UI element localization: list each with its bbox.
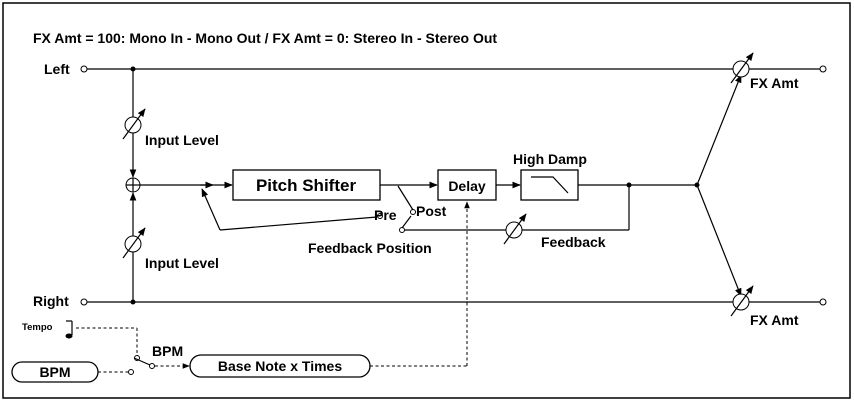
fx-amt-bottom-label: FX Amt [750,312,799,328]
pitch-shifter-label: Pitch Shifter [256,176,357,195]
right-input-jack [80,298,88,306]
right-output-jack [819,298,827,306]
bpm-source-label: BPM [39,364,70,380]
fx-amt-top-knob-icon [730,52,754,84]
fx-amt-top-label: FX Amt [750,75,799,91]
switch-blade [401,215,412,229]
note-icon [65,320,73,339]
feedback-label: Feedback [541,234,606,250]
split-to-right-line [696,184,742,297]
fx-amt-bottom-knob-icon [730,285,754,317]
bpm-switch-label: BPM [152,343,183,359]
input-level-top-label: Input Level [145,132,219,148]
left-output-jack [819,65,827,73]
input-level-bottom-knob-icon [122,227,146,259]
high-damp-curve-icon [531,176,569,194]
bpm-switch-bpm-contact [128,369,134,375]
switch-post-contact [410,209,416,215]
diagram-title: FX Amt = 100: Mono In - Mono Out / FX Am… [33,30,497,46]
delay-block [437,169,497,201]
pre-feedback-line [219,216,378,231]
post-tap-line [397,185,414,211]
feedback-to-input-line [201,188,221,231]
split-to-left-line [696,74,742,186]
post-label: Post [416,203,447,219]
high-damp-block [520,169,579,201]
high-damp-label: High Damp [513,151,587,167]
left-input-label: Left [44,61,70,77]
switch-pre-contact [377,213,383,219]
left-input-jack [80,65,88,73]
bpm-switch-pivot [149,363,155,369]
base-note-label: Base Note x Times [218,358,342,374]
pitch-shifter-block [232,169,381,201]
feedback-knob-icon [503,213,527,245]
pre-label: Pre [374,207,397,223]
delay-label: Delay [448,178,486,194]
input-level-top-knob-icon [122,108,146,140]
input-level-bottom-label: Input Level [145,255,219,271]
switch-pivot [399,227,405,233]
sum-node-icon [125,177,141,193]
bpm-switch-blade [133,357,151,366]
right-input-label: Right [33,293,69,309]
tempo-label: Tempo [22,322,53,333]
feedback-position-label: Feedback Position [308,240,432,256]
